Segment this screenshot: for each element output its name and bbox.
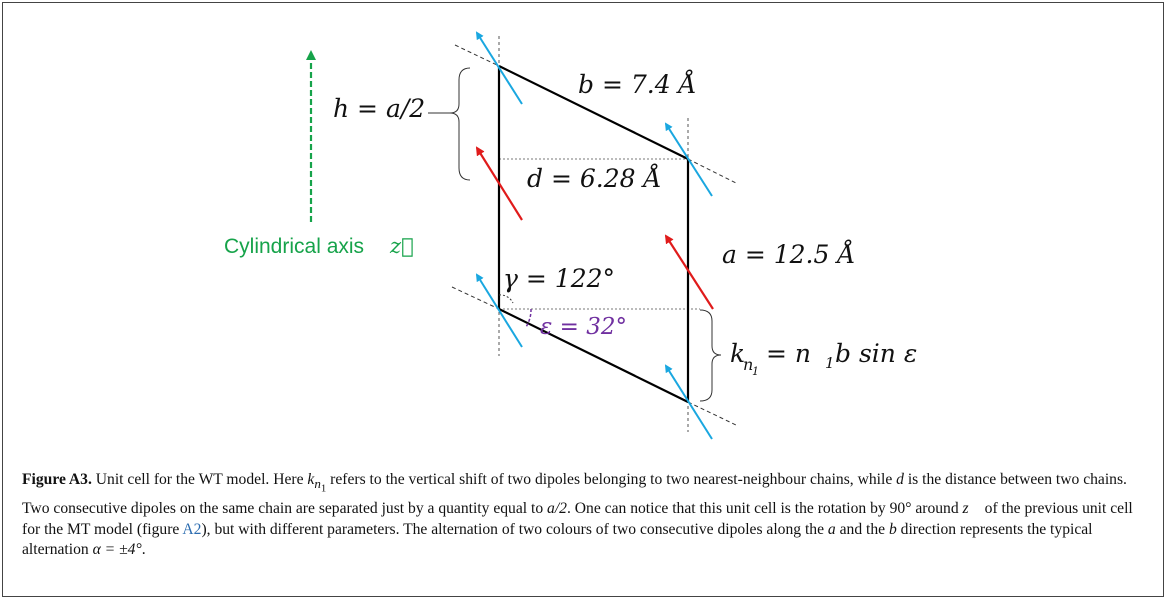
label-a: a = 12.5 Å [722,239,855,269]
label-axis: Cylindrical axis z⃗ [224,234,414,258]
label-gamma: γ = 122° [503,264,615,293]
dipole-blue-3 [475,273,523,348]
label-h: h = a/2 [333,94,425,123]
svg-text:Cylindrical axis: Cylindrical axis [224,235,364,258]
label-b: b = 7.4 Å [578,69,697,99]
svg-text:1: 1 [825,354,835,372]
label-k: k n 1 = n 1 b sin ε [730,339,917,378]
diag-dashed-bottom-left [451,286,500,310]
diag-dashed-bottom-right [687,401,737,426]
dipole-red-1 [475,146,523,221]
label-d: d = 6.28 Å [527,163,662,193]
dipole-blue-4 [664,364,713,440]
k-brace [699,309,722,402]
caption-label: Figure A3. [22,471,92,488]
gamma-arc [498,294,514,304]
label-epsilon: ε = 32° [540,314,627,340]
unit-cell-figure: h = a/2 b = 7.4 Å d = 6.28 Å a = 12.5 Å … [224,31,917,440]
dipole-red-2 [664,234,714,310]
diag-dashed-top-left [454,44,500,67]
unit-cell [497,65,690,403]
figure-caption: Figure A3. Unit cell for the WT model. H… [22,471,1133,559]
svg-text:n: n [743,355,753,374]
svg-text:z⃗: z⃗ [389,234,414,258]
dipole-blue-2 [664,122,713,197]
diag-dashed-top-right [687,158,739,185]
svg-text:1: 1 [752,365,759,378]
dipole-blue-1 [475,31,523,105]
h-brace [449,67,471,181]
figure-ref-link[interactable]: A2 [182,520,202,538]
svg-text:b sin ε: b sin ε [835,339,917,368]
svg-text:k: k [730,339,745,368]
svg-text:= n: = n [766,339,811,368]
epsilon-arc [525,308,532,328]
